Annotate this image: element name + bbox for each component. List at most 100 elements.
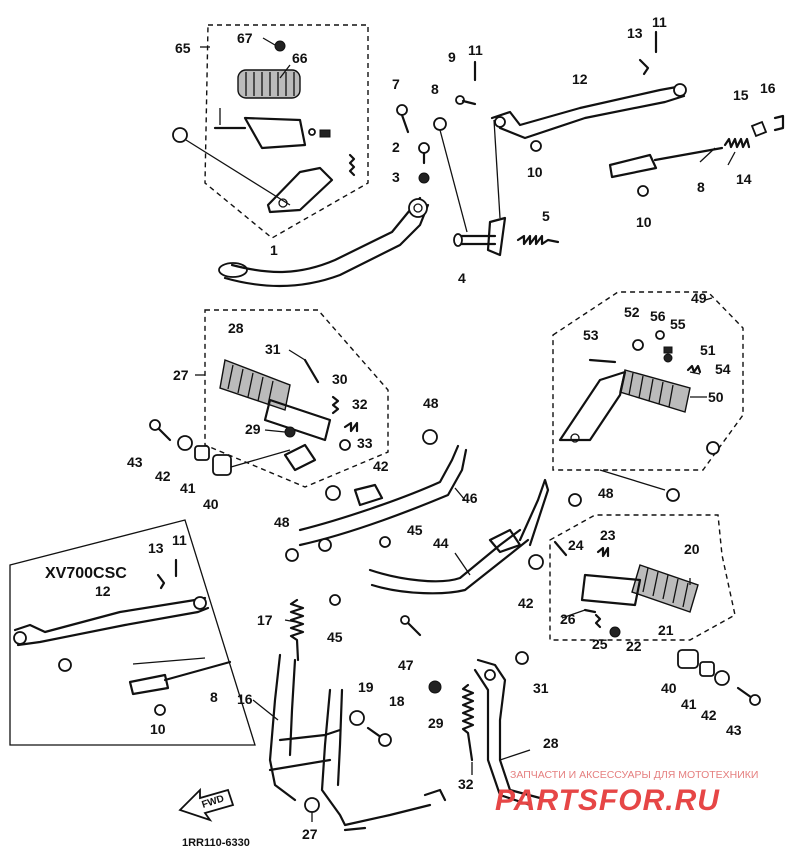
leader-lines	[195, 37, 736, 822]
callout-28: 22	[626, 638, 642, 654]
callout-1: 1	[270, 242, 278, 258]
callout-5: 5	[542, 208, 550, 224]
part-6-bolt	[396, 104, 408, 116]
callout-6: 7	[392, 76, 400, 92]
callout-36: 30	[332, 371, 348, 387]
part-31-spring	[594, 613, 602, 629]
part-21-bolt	[304, 797, 320, 813]
part-66-bolt	[666, 488, 680, 502]
callout-38: 32	[352, 396, 368, 412]
part-55-nut	[663, 346, 673, 354]
callout-32: 26	[560, 611, 576, 627]
part-48-nut-b	[422, 429, 438, 445]
left-mount-parts	[149, 419, 341, 501]
callout-31: 25	[592, 636, 608, 652]
diagram-code: 1RR110-6330	[182, 837, 250, 849]
part-15-nut	[750, 120, 768, 138]
part-41-collar	[194, 445, 210, 461]
part-13-clip-inset	[156, 573, 166, 590]
brake-pedal-1	[218, 196, 430, 287]
part-42-washer-b	[325, 485, 341, 501]
callout-13: 13	[627, 25, 643, 41]
part-3-nut	[418, 172, 430, 184]
callout-10: 10	[527, 164, 543, 180]
watermark-tagline: ЗАПЧАСТИ И АКСЕССУАРЫ ДЛЯ МОТОТЕХНИКИ	[510, 769, 758, 781]
right-mount-parts	[677, 649, 761, 706]
callout-30: 24	[568, 537, 584, 553]
callout-12-inset: 12	[95, 583, 111, 599]
callout-43: 43	[127, 454, 143, 470]
part-41-collar-b	[699, 661, 715, 677]
part-9-bolt	[455, 95, 465, 105]
footrest-group-33	[219, 358, 359, 472]
callout-56: 56	[650, 308, 666, 324]
callout-3: 3	[392, 169, 400, 185]
part-38-spring	[343, 421, 359, 433]
part-52-bolt	[632, 339, 644, 351]
callout-52: 52	[624, 304, 640, 320]
callout-11b: 11	[652, 14, 667, 30]
callout-labels: 65 67 66 1 7 8 2 3 4 5 9 11 10 12 13 11 …	[95, 14, 776, 842]
callout-4: 4	[458, 270, 466, 286]
callout-29: 23	[600, 527, 616, 543]
group-box-49	[552, 291, 744, 471]
part-62-spring	[348, 153, 356, 177]
center-stand-17	[268, 598, 447, 832]
part-67-nut	[58, 658, 72, 672]
part-53-bolt	[588, 358, 617, 364]
callout-44: 44	[433, 535, 449, 551]
callout-45b: 45	[327, 629, 343, 645]
callout-34: 28	[228, 320, 244, 336]
callout-42d: 42	[701, 707, 717, 723]
callout-22: 28	[543, 735, 559, 751]
callout-18: 18	[389, 693, 405, 709]
callout-48c: 48	[598, 485, 614, 501]
callout-40b: 40	[661, 680, 677, 696]
callout-33: 27	[173, 367, 189, 383]
cable-assembly-8	[608, 114, 785, 179]
callout-46: 46	[462, 490, 478, 506]
group-box-26	[549, 514, 736, 641]
callout-40: 40	[203, 496, 219, 512]
callout-42c: 42	[518, 595, 534, 611]
group-box-33	[204, 309, 389, 488]
part-14-spring	[723, 137, 751, 149]
callout-45: 45	[407, 522, 423, 538]
model-label: XV700CSC	[45, 565, 127, 582]
bracket-44	[329, 478, 582, 637]
callout-10-inset: 10	[150, 721, 166, 737]
callout-55: 55	[670, 316, 686, 332]
callout-41b: 41	[681, 696, 697, 712]
part-40-bushing-b	[677, 649, 699, 669]
callout-57: 65	[175, 40, 191, 56]
callout-16: 16	[760, 80, 776, 96]
callout-21: 27	[302, 826, 318, 842]
callout-53: 53	[583, 327, 599, 343]
callout-8-inset: 8	[210, 689, 218, 705]
callout-39: 33	[357, 435, 373, 451]
callout-48b: 48	[274, 514, 290, 530]
callout-35: 29	[245, 421, 261, 437]
callout-10b: 10	[636, 214, 652, 230]
part-58-footpeg-rubber	[237, 69, 301, 99]
part-10-nut-inset	[154, 704, 166, 716]
part-65-bolt	[172, 127, 188, 143]
callout-37: 31	[265, 341, 281, 357]
callout-25: 32	[458, 776, 474, 792]
callout-50: 50	[708, 389, 724, 405]
callout-15: 15	[733, 87, 749, 103]
callout-23: 29	[428, 715, 444, 731]
part-29-spring	[596, 546, 610, 558]
footrest-group-26	[553, 540, 699, 638]
callout-7: 8	[431, 81, 439, 97]
part-42-washer	[177, 435, 193, 451]
bracket-46	[285, 429, 468, 562]
callout-43b: 43	[726, 722, 742, 738]
part-25-spring	[461, 683, 475, 762]
callout-47: 47	[398, 657, 414, 673]
xv700csc-inset	[13, 558, 232, 716]
part-37-pin	[303, 358, 320, 384]
callout-19: 19	[358, 679, 374, 695]
part-35-nut	[284, 426, 296, 438]
